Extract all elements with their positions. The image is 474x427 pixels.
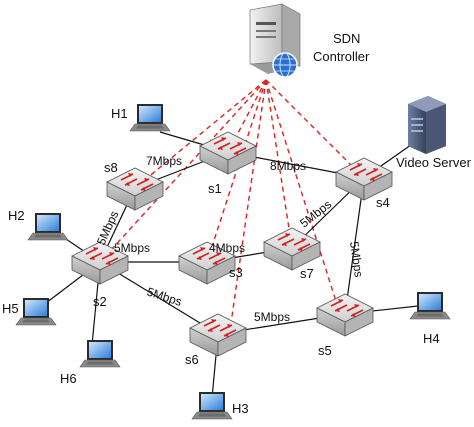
server-globe-icon <box>249 3 301 78</box>
host-label-h1: H1 <box>111 106 128 121</box>
ctrl-link-s5 <box>265 79 341 315</box>
bandwidth-label-s3: 4Mbps <box>209 241 245 255</box>
laptop-icon <box>15 297 57 326</box>
switch-s1[interactable]: s1 <box>199 131 257 196</box>
controller-label-line1: SDN <box>333 31 360 46</box>
host-h6[interactable]: H6 <box>60 339 121 386</box>
host-label-h3: H3 <box>232 401 249 416</box>
host-label-h6: H6 <box>60 371 77 386</box>
bandwidth-label-s8-s1: 7Mbps <box>146 154 182 168</box>
switch-s2[interactable]: s2 <box>71 241 129 309</box>
switch-s5[interactable]: s5 <box>316 293 374 358</box>
switch-icon <box>199 131 257 175</box>
video-server: Video Server <box>396 96 472 170</box>
switch-s6[interactable]: s6 <box>185 313 247 367</box>
bandwidth-label-s1-s4: 8Mbps <box>270 159 306 173</box>
switch-icon <box>189 313 247 357</box>
server-rack-icon <box>408 96 446 154</box>
host-h2[interactable]: H2 <box>8 208 69 241</box>
ctrl-link-s3 <box>206 79 267 263</box>
host-h3[interactable]: H3 <box>191 391 249 420</box>
switch-label-s4: s4 <box>376 195 390 210</box>
host-label-h2: H2 <box>8 208 25 223</box>
switch-label-s6: s6 <box>185 352 199 367</box>
sdn-controller: SDN Controller <box>249 3 370 78</box>
switch-s8[interactable]: s8 <box>104 160 164 211</box>
video-server-label: Video Server <box>396 155 472 170</box>
controller-label-line2: Controller <box>313 49 370 64</box>
switch-s4[interactable]: s4 <box>335 157 393 210</box>
laptop-icon <box>409 291 451 320</box>
host-h1[interactable]: H1 <box>111 103 171 132</box>
bandwidth-label-s2-s3: 5Mbps <box>114 241 150 255</box>
link-s4-s5 <box>344 177 365 315</box>
switch-label-s7: s7 <box>300 266 314 281</box>
host-h4[interactable]: H4 <box>409 291 451 346</box>
laptop-icon <box>191 391 233 420</box>
switch-label-s2: s2 <box>93 294 107 309</box>
laptop-icon <box>79 339 121 368</box>
switch-label-s3: s3 <box>229 265 243 280</box>
ctrl-link-s7 <box>265 79 293 249</box>
laptop-icon <box>129 103 171 132</box>
host-h5[interactable]: H5 <box>2 297 57 326</box>
laptop-icon <box>27 212 69 241</box>
bandwidth-label-s4-s5: 5Mbps <box>347 240 366 278</box>
ctrl-link-s6 <box>229 79 267 331</box>
switch-s7[interactable]: s7 <box>263 227 321 281</box>
switch-icon <box>316 293 374 337</box>
switch-s3[interactable]: s3 <box>178 241 243 285</box>
bandwidth-label-s6-s5: 5Mbps <box>254 310 290 324</box>
switch-label-s8: s8 <box>104 160 118 175</box>
ctrl-link-s8 <box>134 79 267 189</box>
switch-icon <box>263 227 321 271</box>
bandwidth-label-s2-s6: 5Mbps <box>145 285 184 309</box>
switch-label-s1: s1 <box>208 181 222 196</box>
switch-label-s5: s5 <box>318 343 332 358</box>
host-label-h5: H5 <box>2 301 19 316</box>
host-label-h4: H4 <box>423 331 440 346</box>
